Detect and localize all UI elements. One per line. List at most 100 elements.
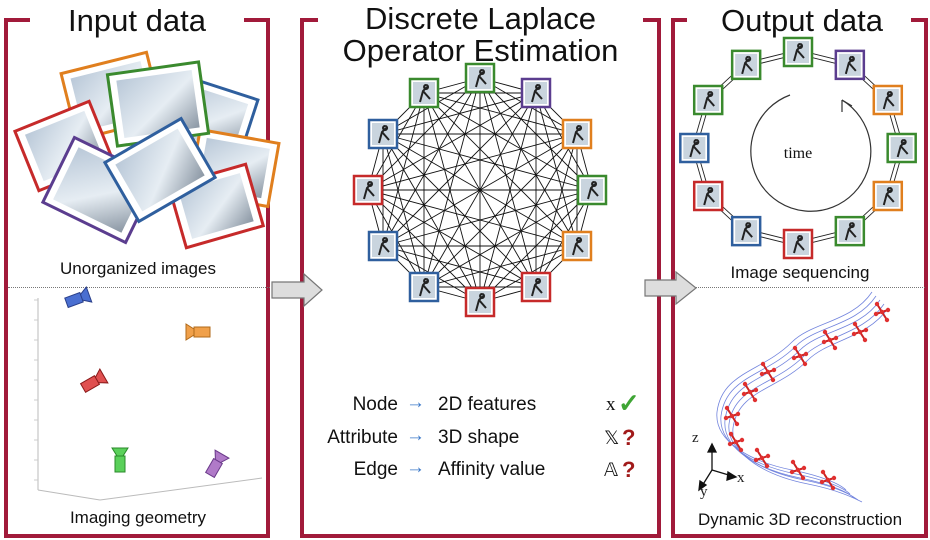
graph-edge [423,92,481,303]
graph-node [367,230,399,262]
input-title: Input data [30,4,244,37]
output-panel [671,18,928,538]
graph-node [464,286,496,318]
graph-node [561,230,593,262]
legend-left: Node [352,394,398,415]
graph-node [464,62,496,94]
graph-node [408,77,440,109]
axis-z-label: z [692,430,699,446]
check-icon: ✓ [618,388,640,418]
camera-red-icon [79,368,109,394]
legend-symbol: 𝔸 [604,459,619,481]
legend-right: 2D features [438,394,537,415]
unorganized-images-caption: Unorganized images [60,259,216,278]
graph-node [561,118,593,150]
graph-edge [423,92,578,135]
reconstruction-joints [723,301,891,491]
reconstruction-pose [791,345,809,367]
axis-triad [698,442,738,492]
reconstruction-pose [873,301,891,323]
legend-right: Affinity value [438,459,546,480]
reconstruction-pose [723,405,741,427]
imaging-geometry-plot [34,298,263,501]
reconstruction-pose [741,381,759,403]
arrow-right-icon: → [406,457,425,478]
ring-node [782,36,814,68]
reconstruction-pose [759,361,777,383]
ring-node [679,132,710,164]
graph-edge [382,133,425,288]
reconstruction-pose [851,321,869,343]
graph-edge [423,133,578,288]
question-icon: ? [622,425,636,450]
time-label: time [783,145,813,162]
camera-blue-icon [64,285,93,309]
camera-green-icon [111,447,129,473]
graph-edge [382,133,593,191]
ring-node [782,228,814,260]
graph-edge [367,189,537,288]
reconstruction-pose [821,329,839,351]
graph-nodes [352,62,608,318]
ring-node [834,215,866,247]
graph-edge [382,133,537,288]
arrow-input-to-laplace [271,272,323,308]
ring-node [730,215,762,247]
laplace-title-line2: Operator Estimation [342,33,619,68]
ring-node [692,84,724,116]
time-cycle-arrow [750,94,872,212]
arrow-right-icon: → [406,425,425,446]
reconstruction-pose [819,469,837,491]
laplace-panel [300,18,661,538]
camera-orange-icon [185,323,211,341]
graph-node [367,118,399,150]
ring-node [886,132,917,164]
legend-symbol: 𝕏 [604,427,620,449]
graph-edge [382,92,537,247]
graph-edge [367,189,578,247]
graph-edge [423,92,537,288]
dynamic-3d-reconstruction-caption: Dynamic 3D reconstruction [697,510,903,529]
camera-purple-icon [204,449,230,479]
graph-edge [382,92,425,247]
arrow-right-icon: → [406,392,425,413]
graph-edge [423,92,593,191]
legend-right: 3D shape [438,427,520,448]
graph-edge [479,77,537,288]
graph-node [520,271,552,303]
input-panel [4,18,270,538]
legend-left: Attribute [327,427,398,448]
graph-edge [423,77,481,288]
unorganized-images [12,50,281,250]
graph-edge [479,92,537,303]
graph-edge [423,92,578,247]
input-divider [8,287,270,288]
axis-y-label: y [700,484,708,500]
output-divider [675,287,925,288]
graph-node [352,174,384,206]
reconstruction-pose [789,459,807,481]
ring-node [872,180,904,212]
arrow-laplace-to-output [644,270,697,306]
output-title: Output data [693,4,911,37]
ring-node [692,180,724,212]
graph-edge [382,133,481,303]
reconstruction-pose [753,447,771,469]
graph-node [408,271,440,303]
question-icon: ? [622,457,636,482]
graph-node [520,77,552,109]
legend-symbol: x [606,394,616,415]
reconstruction-pose [727,431,745,453]
graph-edges [367,77,593,303]
legend-left: Edge [353,459,398,480]
ring-node [730,49,762,81]
graph-node [576,174,608,206]
imaging-geometry-caption: Imaging geometry [69,508,207,527]
ring-node [872,84,904,116]
graph-edge [382,189,593,247]
axis-x-label: x [737,470,745,486]
image-sequencing-caption: Image sequencing [730,263,870,282]
sequence-ring-nodes [679,36,917,260]
laplace-title-line1: Discrete Laplace [318,2,643,35]
